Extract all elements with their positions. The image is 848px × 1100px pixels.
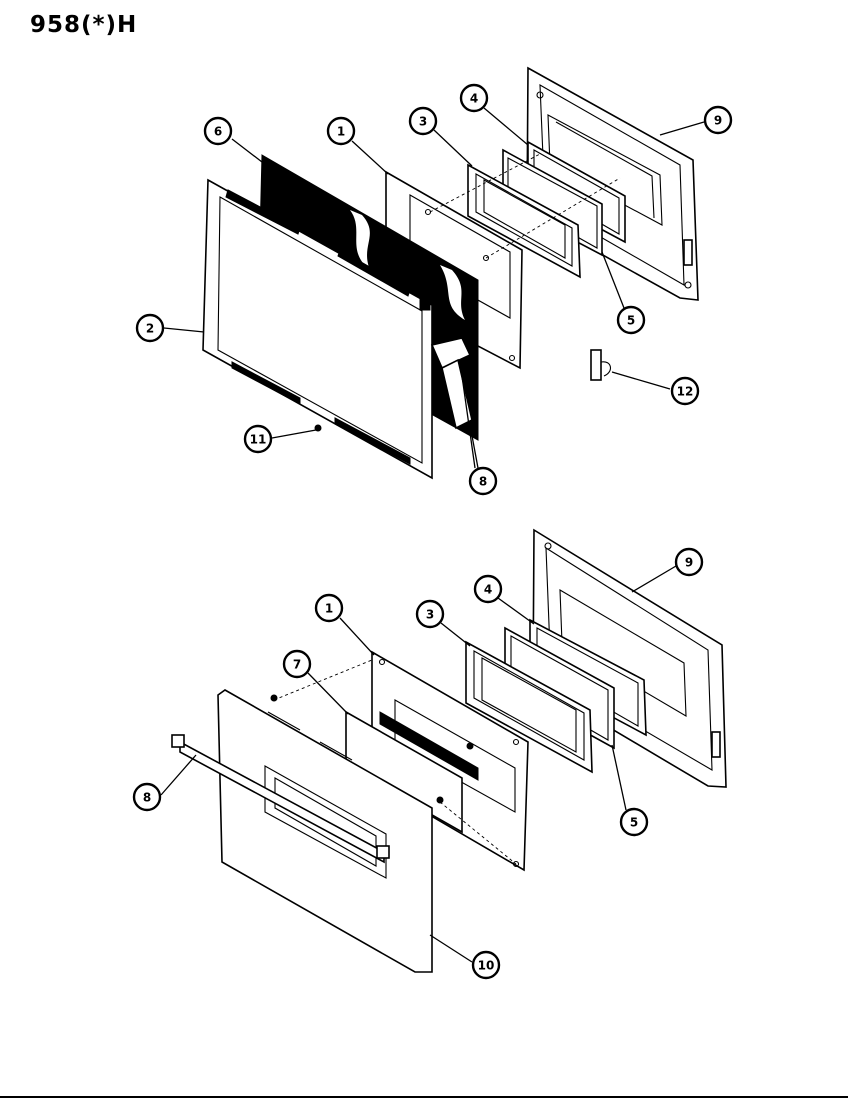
leader-u-6	[231, 138, 263, 163]
callout-u-12: 12	[670, 376, 700, 406]
callout-u-3: 3	[408, 106, 438, 136]
lower-glass-retainer-part-3	[465, 640, 593, 774]
callout-circle	[326, 116, 356, 146]
callout-label: 7	[293, 658, 301, 672]
callout-circle	[674, 547, 704, 577]
callout-label: 8	[479, 475, 487, 489]
callout-label: 9	[714, 114, 722, 128]
callout-u-4: 4	[459, 83, 489, 113]
leader-u-2	[163, 327, 205, 333]
callout-circle	[314, 593, 344, 623]
callout-circle	[132, 782, 162, 812]
leader-u-1	[351, 140, 389, 175]
callout-l-10: 10	[471, 950, 501, 980]
callout-label: 5	[627, 314, 635, 328]
callout-circle	[408, 106, 438, 136]
callout-l-1: 1	[314, 593, 344, 623]
callout-u-2: 2	[135, 313, 165, 343]
callout-label: 4	[470, 92, 478, 106]
leader-l-1	[339, 617, 375, 656]
bottom-rule	[0, 1096, 848, 1098]
leader-l-7	[307, 672, 349, 715]
leader-u-11	[271, 429, 317, 439]
leader-l-5	[611, 744, 627, 811]
callout-circle	[135, 313, 165, 343]
callout-u-11: 11	[243, 424, 273, 454]
leader-u-12	[611, 371, 671, 390]
callout-label: 10	[478, 959, 495, 973]
leader-l-10	[429, 934, 473, 963]
leader-u-8b	[469, 424, 479, 469]
callout-label: 11	[250, 433, 267, 447]
leader-u-3	[433, 129, 473, 167]
callout-circle	[468, 466, 498, 496]
leader-l-8	[160, 754, 197, 796]
callout-circle	[459, 83, 489, 113]
callout-circle	[282, 649, 312, 679]
callout-u-8: 8	[468, 466, 498, 496]
callout-circle	[619, 807, 649, 837]
callout-label: 5	[630, 816, 638, 830]
callout-label: 1	[325, 602, 333, 616]
callouts-layer: 6 1 3 4 9 2 5 12 11 8 9 4 1 3 7 8 5 10	[132, 83, 733, 980]
upper-door-frame-part-2	[202, 178, 433, 480]
upper-screw-part-11	[314, 424, 322, 432]
callout-label: 8	[143, 791, 151, 805]
lower-assembly	[160, 528, 727, 973]
callout-label: 3	[419, 115, 427, 129]
callout-circle	[616, 305, 646, 335]
upper-hinge-part-8	[430, 337, 473, 430]
callout-circle	[415, 599, 445, 629]
leader-u-5	[601, 251, 625, 309]
leader-l-3	[440, 622, 471, 647]
callout-circle	[703, 105, 733, 135]
callout-u-5: 5	[616, 305, 646, 335]
callout-label: 9	[685, 556, 693, 570]
callout-l-9: 9	[674, 547, 704, 577]
callout-label: 6	[214, 125, 222, 139]
callout-l-3: 3	[415, 599, 445, 629]
callout-label: 1	[337, 125, 345, 139]
leader-u-9	[659, 121, 705, 136]
upper-glass-retainer-part-3	[467, 163, 581, 279]
upper-clip-part-12	[590, 349, 611, 381]
callout-u-1: 1	[326, 116, 356, 146]
callout-u-9: 9	[703, 105, 733, 135]
callout-label: 3	[426, 608, 434, 622]
callout-label: 12	[677, 385, 694, 399]
callout-circle	[670, 376, 700, 406]
callout-u-6: 6	[203, 116, 233, 146]
lower-handle-bracket-part-7	[345, 710, 479, 834]
leader-l-4	[497, 597, 535, 625]
upper-door-liner-part-9	[526, 66, 699, 301]
callout-label: 2	[146, 322, 154, 336]
callout-circle	[473, 574, 503, 604]
leader-u-4	[483, 107, 529, 146]
callout-circle	[471, 950, 501, 980]
callout-l-4: 4	[473, 574, 503, 604]
leader-l-9	[631, 565, 677, 593]
leader-u-8a	[459, 361, 476, 469]
callout-circle	[203, 116, 233, 146]
callout-l-5: 5	[619, 807, 649, 837]
callout-label: 4	[484, 583, 492, 597]
lower-handle-rod-part-8	[171, 734, 390, 864]
callout-l-7: 7	[282, 649, 312, 679]
upper-assembly	[163, 66, 705, 480]
model-title: 958(*)H	[30, 12, 138, 38]
callout-circle	[243, 424, 273, 454]
callout-l-8: 8	[132, 782, 162, 812]
